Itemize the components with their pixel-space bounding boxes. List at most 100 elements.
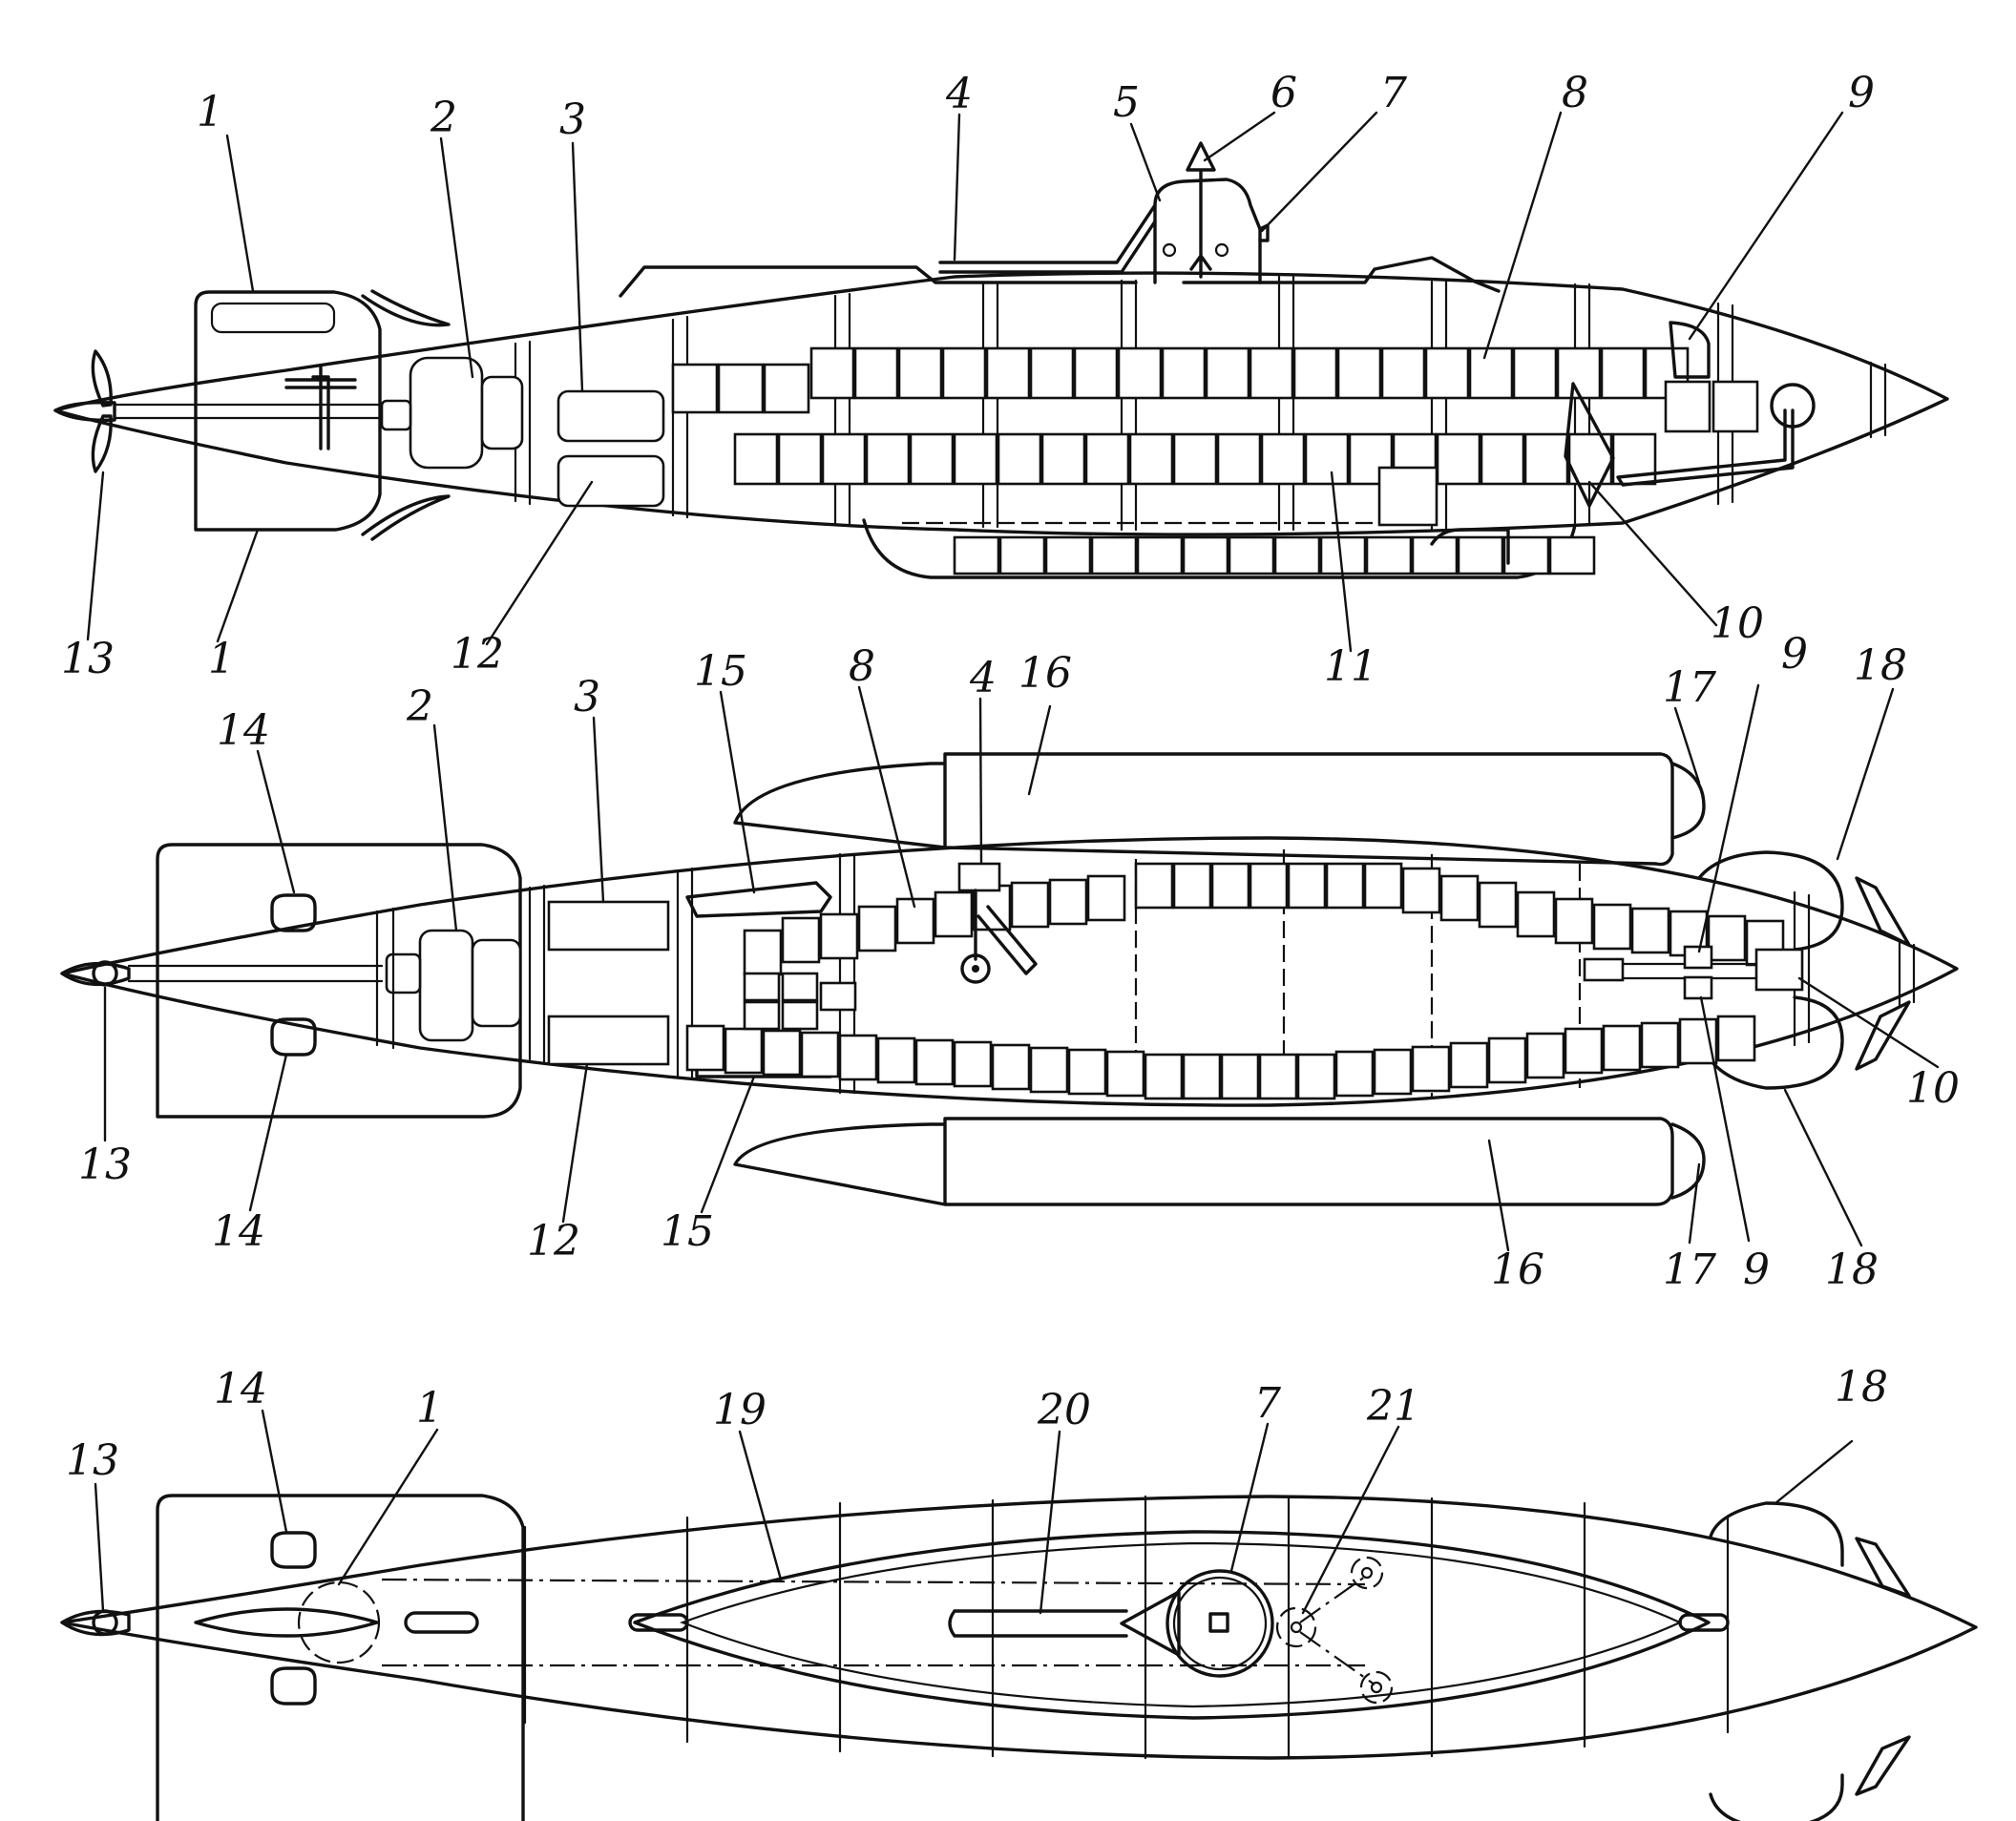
top-fitting-upper-inner (1360, 1566, 1374, 1580)
plan-engine-coupling (385, 952, 422, 994)
top-tower-ring-inner (1172, 1576, 1268, 1671)
plan-propeller-hub (92, 960, 118, 987)
battery-cell (1105, 1050, 1145, 1098)
battery-cell (1640, 1021, 1680, 1069)
callout-label: 15 (661, 1207, 714, 1256)
battery-cell (1210, 862, 1250, 910)
battery-cell (733, 432, 779, 486)
plan-stern-plate (156, 843, 522, 1119)
battery-cell (781, 972, 819, 1002)
callout-label: 12 (451, 630, 504, 679)
top-centerline-upper (381, 1578, 1366, 1586)
top-stern-plate (156, 1494, 525, 1821)
callout-label: 12 (527, 1217, 580, 1266)
callout-label: 7 (1254, 1379, 1281, 1428)
battery-cell (724, 1027, 764, 1075)
top-fitting-links (1299, 1576, 1376, 1685)
battery-cell (819, 912, 859, 960)
battery-cell (934, 890, 974, 938)
callout-label: 11 (1324, 642, 1377, 691)
callout-label: 9 (1848, 69, 1875, 117)
callout-label: 14 (212, 1207, 265, 1256)
battery-cell (897, 346, 943, 400)
battery-cell (671, 363, 719, 414)
battery-cell (762, 1029, 802, 1077)
plan-passage-upper (685, 881, 832, 918)
battery-cell (1136, 535, 1184, 576)
battery-cell (1260, 432, 1306, 486)
plan-battery-layout (685, 862, 1785, 1100)
side-propeller-shaft (113, 403, 384, 420)
top-tower-nose (1120, 1590, 1181, 1657)
plan-steering-box (957, 862, 1001, 892)
plan-upper-float-cap (1670, 762, 1706, 840)
battery-cell (763, 363, 810, 414)
battery-cell (953, 432, 998, 486)
battery-cell (743, 929, 783, 976)
battery-cell (1377, 466, 1438, 527)
side-engine-gearbox (480, 375, 524, 450)
callout-label: 16 (1018, 649, 1072, 698)
top-stern-slot (404, 1611, 479, 1634)
battery-cell (1373, 1048, 1413, 1096)
battery-cell (821, 432, 867, 486)
top-fitting-lower-inner (1370, 1681, 1383, 1694)
plan-steering-wheel-hub (972, 965, 979, 973)
side-bow-tank (1669, 321, 1711, 379)
plan-stern-hole-upper (270, 893, 317, 932)
battery-cell (941, 346, 987, 400)
battery-cell (1480, 432, 1525, 486)
battery-cell (1292, 346, 1338, 400)
battery-cell (1502, 535, 1550, 576)
battery-cell (1134, 862, 1174, 910)
battery-cell (1010, 881, 1050, 929)
battery-cell (1548, 535, 1596, 576)
battery-cell (1564, 1027, 1604, 1075)
battery-cell (1067, 1048, 1107, 1096)
battery-cell (717, 363, 765, 414)
battery-cell (743, 1000, 781, 1031)
battery-cell (1040, 432, 1086, 486)
battery-cell (1449, 1041, 1489, 1089)
top-deck-stern-tip (628, 1613, 689, 1632)
battery-cell (1468, 346, 1514, 400)
battery-cell (1512, 346, 1558, 400)
leader-lines (86, 111, 1940, 1615)
battery-cell (1556, 346, 1602, 400)
battery-cell (1084, 432, 1130, 486)
top-stern-lens (194, 1607, 379, 1638)
side-engine-coupling (380, 399, 412, 431)
upper-stern-fin (361, 289, 451, 327)
callout-label: 18 (1835, 1363, 1888, 1412)
plan-engine-gearbox (471, 938, 522, 1028)
battery-cell (1363, 862, 1403, 910)
battery-cell (1128, 432, 1174, 486)
battery-cell (1090, 535, 1138, 576)
battery-cell (1117, 346, 1163, 400)
battery-cell (914, 1038, 955, 1086)
plan-shaft (127, 964, 384, 983)
callout-label: 17 (1663, 1245, 1716, 1294)
periscope (1186, 141, 1216, 279)
plan-steering-wheel (960, 953, 991, 984)
plan-bow-pivot-lower (1683, 975, 1713, 1000)
battery-cell (1296, 1053, 1336, 1100)
battery-cell (1457, 535, 1504, 576)
callout-label: 14 (217, 706, 270, 755)
battery-cell (809, 346, 855, 400)
battery-cell (1716, 1015, 1756, 1062)
battery-cell (1487, 1036, 1527, 1084)
battery-cell (972, 884, 1012, 931)
callout-label: 1 (416, 1384, 443, 1433)
battery-cell (1602, 1024, 1642, 1072)
battery-cell (1523, 432, 1569, 486)
top-tower-ring (1166, 1569, 1274, 1678)
plan-bow-left-box (1583, 957, 1625, 982)
battery-cell (800, 1031, 840, 1078)
battery-cell (1365, 535, 1413, 576)
callout-label: 3 (574, 673, 600, 722)
battery-cell (1249, 346, 1294, 400)
battery-cell (1086, 874, 1126, 922)
battery-cell (876, 1036, 916, 1084)
battery-cell (991, 1043, 1031, 1091)
